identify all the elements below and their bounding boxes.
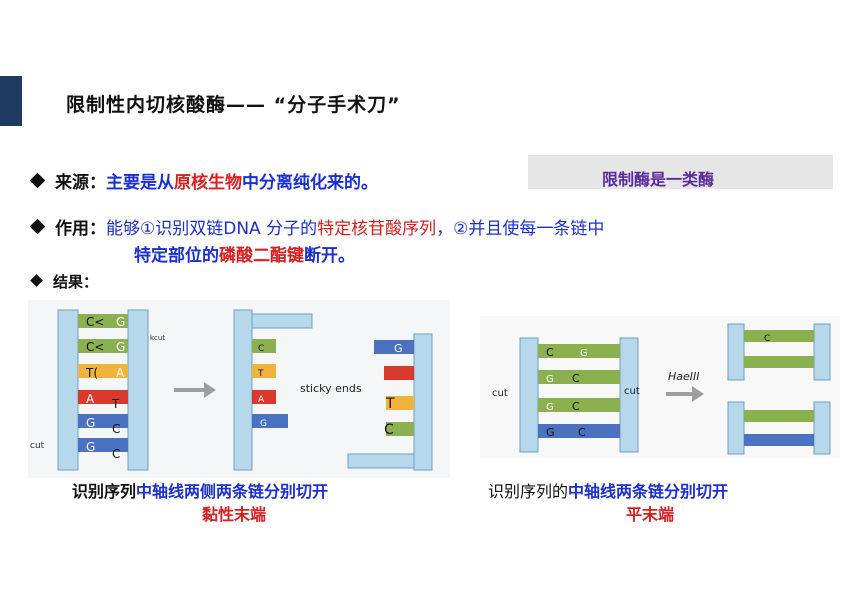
strand-letter: A <box>116 366 125 380</box>
fragment-letter: C <box>258 344 264 354</box>
strand-letter: G <box>86 416 95 430</box>
cut-label: cut <box>624 386 640 397</box>
strand-letter: G <box>546 374 554 385</box>
fragment-letter: T <box>257 369 264 379</box>
fragment-letter: G <box>260 419 267 429</box>
strand-letter: G <box>546 426 555 439</box>
note-text: 限制酶是一类酶 <box>602 170 715 189</box>
fragment-letter: A <box>258 395 265 405</box>
strand-letter: G <box>546 402 554 413</box>
arrow-right-icon <box>666 386 704 402</box>
caption-right-c: 平末端 <box>626 505 675 524</box>
fragment-letter: G <box>394 342 403 355</box>
function-label: 作用： <box>55 219 106 239</box>
function-text-a: 能够①识别双链DNA 分子的 <box>106 219 318 239</box>
sticky-ends-text: sticky ends <box>300 382 362 395</box>
strand-letter: G <box>86 440 95 454</box>
caption-right-b: 中轴线两条链分别切开 <box>568 482 729 501</box>
diamond-bullet-icon <box>30 274 43 287</box>
caption-left-b: 中轴线两侧两条链分别切开 <box>136 482 329 501</box>
function-row-2: 特定部位的磷酸二酯键断开。 <box>134 241 355 266</box>
function-line2-c: 磷酸二酯键 <box>219 246 304 266</box>
sticky-ends-figure: C< C< T( A G G G G A T C C kcut cut C T … <box>28 300 450 478</box>
kcut-label: kcut <box>150 334 165 342</box>
fragment-letter: T <box>385 396 395 412</box>
strand-letter: C <box>572 400 580 413</box>
function-row: 作用：能够①识别双链DNA 分子的特定核苷酸序列，②并且使每一条链中 <box>29 214 605 239</box>
strand-letter: G <box>580 348 588 359</box>
dna-intact-blunt: C G G G G C C C cut cut <box>492 337 640 453</box>
strand-letter: C <box>546 346 554 359</box>
caption-right-line1: 识别序列的中轴线两条链分别切开 <box>488 478 728 502</box>
result-row: 结果： <box>30 271 99 292</box>
title-accent-bar <box>0 76 22 126</box>
cut-label: cut <box>492 388 508 399</box>
strand-letter: G <box>116 315 125 329</box>
caption-left-c: 黏性末端 <box>202 505 267 524</box>
strand-letter: C <box>112 447 120 461</box>
source-row: 来源：主要是从原核生物中分离纯化来的。 <box>29 168 378 193</box>
dna-intact-left: C< C< T( A G G G G A T C C kcut cut <box>30 309 165 471</box>
cut-label: cut <box>30 441 45 451</box>
source-text-b: 原核生物 <box>174 173 242 193</box>
dna-fragment-left: C T A G <box>233 309 313 471</box>
function-line2-d: 断开。 <box>304 246 355 266</box>
arrow-right-icon <box>174 382 216 398</box>
caption-left-line1: 识别序列中轴线两侧两条链分别切开 <box>72 478 328 502</box>
strand-letter: G <box>116 340 125 354</box>
diamond-bullet-icon <box>29 172 46 189</box>
caption-left-a: 识别序列 <box>72 482 137 501</box>
enzyme-label: HaeIII <box>668 370 700 383</box>
strand-letter: C< <box>86 340 104 354</box>
source-label: 来源： <box>55 173 106 193</box>
blunt-ends-figure: C G G G G C C C cut cut HaeIII C <box>480 316 840 458</box>
strand-letter: C <box>112 422 120 436</box>
dna-fragment-bottom <box>727 401 831 455</box>
source-text-c: 中分离纯化来的。 <box>242 173 378 193</box>
strand-letter: A <box>86 392 95 406</box>
source-text-a: 主要是从 <box>106 173 174 193</box>
strand-letter: T <box>111 397 120 411</box>
strand-letter: C< <box>86 315 104 329</box>
note-box <box>528 155 833 189</box>
diamond-bullet-icon <box>29 218 46 235</box>
function-text-c: ，②并且使每一条链中 <box>436 219 605 239</box>
result-label: 结果： <box>53 273 99 291</box>
strand-letter: C <box>572 372 580 385</box>
function-line2-b: 的 <box>202 246 219 266</box>
dna-fragment-right: G T C <box>347 333 433 471</box>
function-line2-a: 特定部位 <box>134 246 202 266</box>
dna-fragment-top: C <box>727 323 831 381</box>
fragment-letter: C <box>764 334 770 344</box>
strand-letter: C <box>578 426 586 439</box>
strand-letter: T( <box>85 366 98 380</box>
caption-right-a: 识别序列的 <box>488 482 569 501</box>
fragment-letter: C <box>384 422 394 438</box>
page-title: 限制性内切核酸酶—— “分子手术刀” <box>66 94 401 116</box>
function-text-b: 特定核苷酸序列 <box>317 219 437 239</box>
